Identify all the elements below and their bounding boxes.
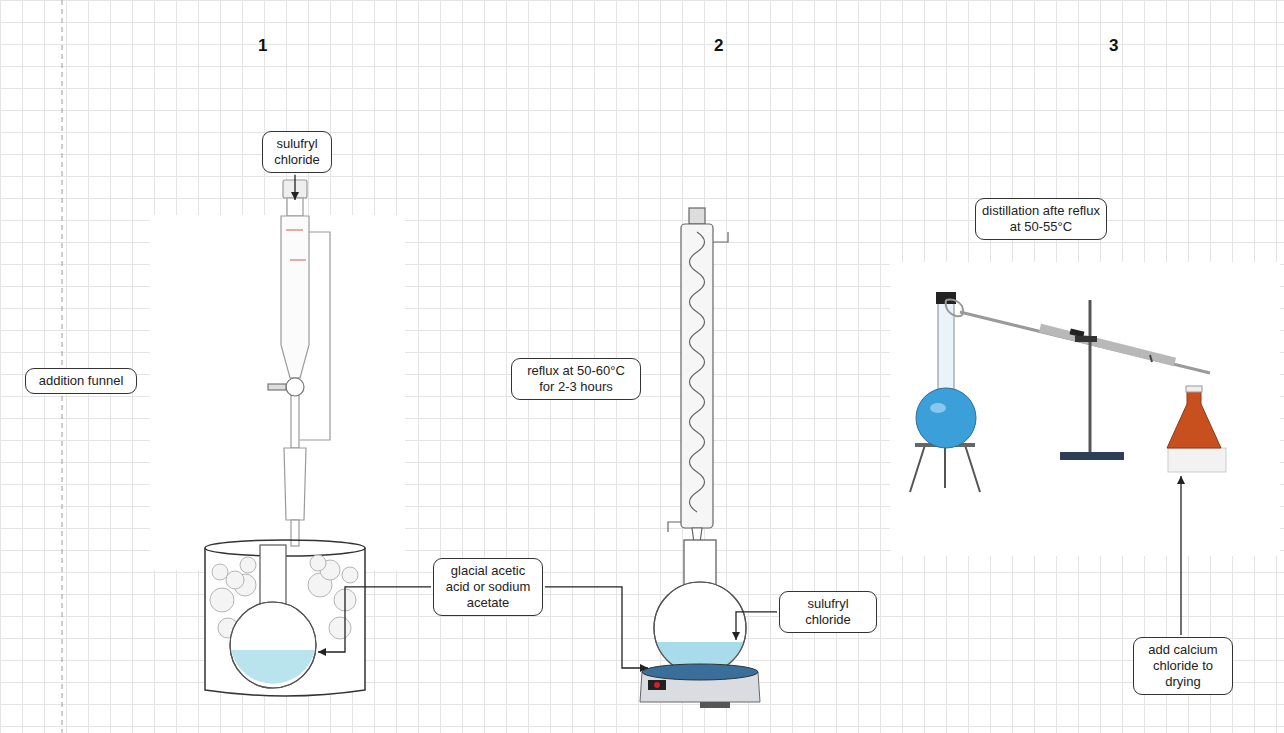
step-number: 3 <box>1109 36 1118 56</box>
box-text: distillation afte reflux at 50-55°C <box>982 203 1100 235</box>
leader-line <box>1180 476 1181 635</box>
condition-box: reflux at 50-60°C for 2-3 hours <box>511 358 641 400</box>
box-text: addition funnel <box>32 373 130 389</box>
note-box: add calcium chloride to drying <box>1133 637 1233 695</box>
step-number: 2 <box>714 36 723 56</box>
distillation-drawing <box>910 292 1226 492</box>
box-text: reflux at 50-60°C for 2-3 hours <box>518 363 634 395</box>
arrow-head <box>640 664 648 672</box>
step-number: 1 <box>258 36 267 56</box>
image-panel <box>890 262 1280 556</box>
condition-box: distillation afte reflux at 50-55°C <box>975 198 1107 240</box>
arrow-head <box>318 648 326 656</box>
reagent-box: sulufryl chloride <box>262 131 332 173</box>
box-text: add calcium chloride to drying <box>1140 642 1226 690</box>
label-box: addition funnel <box>25 368 137 394</box>
reagent-box: sulufryl chloride <box>779 591 877 633</box>
box-text: sulufryl chloride <box>786 596 870 628</box>
box-text: sulufryl chloride <box>269 136 325 168</box>
box-text: glacial acetic acid or sodium acetate <box>440 563 536 611</box>
reaction-flask-drawing <box>654 540 746 675</box>
hot-plate-drawing <box>640 664 760 708</box>
leader-line <box>736 612 777 640</box>
arrow-head <box>732 632 740 640</box>
addition-funnel-drawing <box>268 180 330 546</box>
leader-line <box>318 587 431 652</box>
reagent-box: glacial acetic acid or sodium acetate <box>433 558 543 616</box>
leader-line <box>545 587 648 668</box>
ice-bath-drawing <box>205 540 365 696</box>
arrow-head <box>291 192 299 200</box>
image-panel <box>150 215 405 570</box>
condenser-drawing <box>668 208 728 550</box>
dashed-guide <box>62 0 63 733</box>
arrow-head <box>1177 476 1185 484</box>
